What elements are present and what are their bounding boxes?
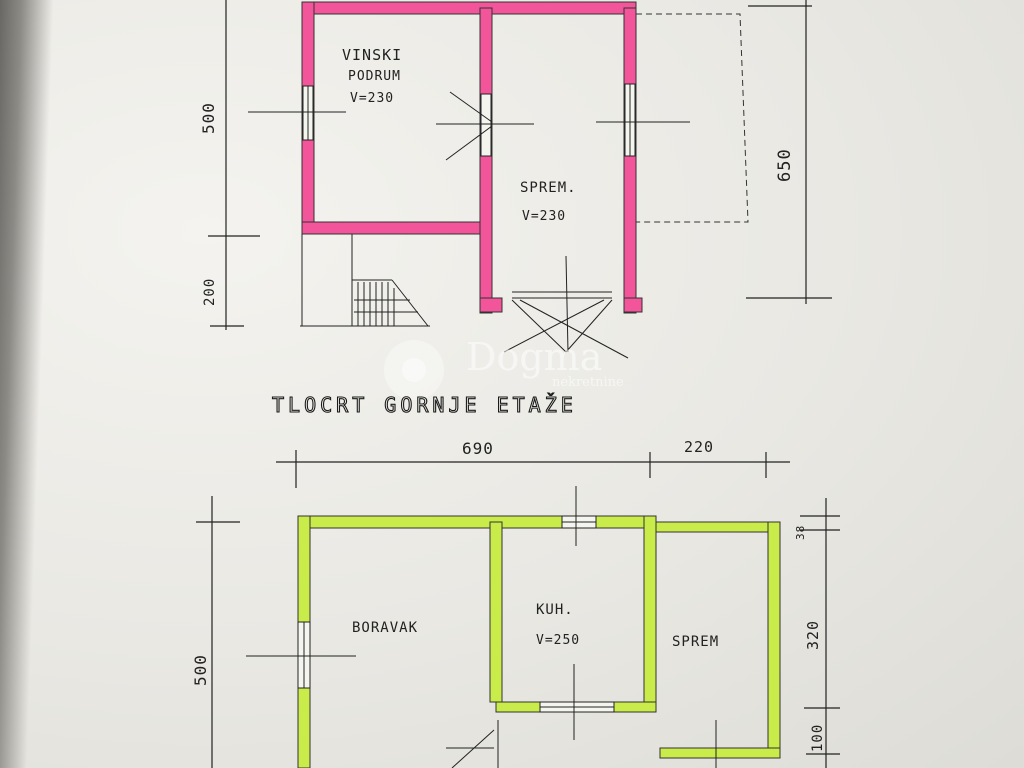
lower-floor-plan: 690 220 bbox=[191, 438, 840, 768]
lower-room-name-kitchen: KUH. bbox=[536, 602, 574, 618]
upper-room-name-storage: SPREM. bbox=[520, 180, 577, 196]
watermark-sub: nekretnine bbox=[552, 375, 624, 390]
lower-left-dimension-line bbox=[196, 496, 240, 768]
upper-room-name-wine-line2: PODRUM bbox=[348, 69, 401, 84]
upper-dim-left-upper: 500 bbox=[199, 102, 218, 134]
upper-axis-lines bbox=[248, 91, 690, 359]
lower-dim-left: 500 bbox=[191, 654, 210, 686]
upper-stairs bbox=[300, 234, 430, 327]
lower-axis-lines bbox=[246, 486, 717, 768]
upper-dashed-outline bbox=[636, 13, 749, 223]
upper-dim-right: 650 bbox=[775, 148, 795, 182]
upper-dimension-lines bbox=[208, 0, 832, 330]
lower-top-dimension-line bbox=[276, 450, 790, 488]
lower-room-name-storage: SPREM bbox=[672, 634, 719, 650]
upper-room-height-wine: V=230 bbox=[350, 91, 394, 106]
upper-room-name-wine: VINSKI bbox=[342, 46, 402, 64]
upper-room-height-storage: V=230 bbox=[522, 209, 566, 224]
lower-room-height-kitchen: V=250 bbox=[536, 633, 580, 648]
upper-plan-title: TLOCRT GORNJE ETAŽE bbox=[272, 393, 577, 417]
watermark-logo-icon bbox=[384, 340, 444, 400]
upper-dim-left-lower: 200 bbox=[202, 278, 218, 306]
lower-dim-top-annex: 220 bbox=[684, 438, 714, 456]
lower-right-dimension-line bbox=[800, 498, 840, 768]
lower-dim-right-top: 38 bbox=[794, 525, 807, 540]
lower-windows bbox=[297, 515, 615, 713]
watermark: Dogma nekretnine bbox=[384, 335, 624, 400]
watermark-brand: Dogma bbox=[466, 335, 602, 379]
lower-room-name-living: BORAVAK bbox=[352, 620, 418, 636]
upper-windows bbox=[302, 83, 636, 157]
lower-dim-right-lower: 100 bbox=[810, 724, 826, 752]
upper-floor-plan: VINSKI PODRUM V=230 SPREM. V=230 500 200… bbox=[199, 0, 832, 359]
lower-dim-right-upper: 320 bbox=[804, 620, 822, 650]
lower-dim-top-main: 690 bbox=[462, 439, 494, 458]
